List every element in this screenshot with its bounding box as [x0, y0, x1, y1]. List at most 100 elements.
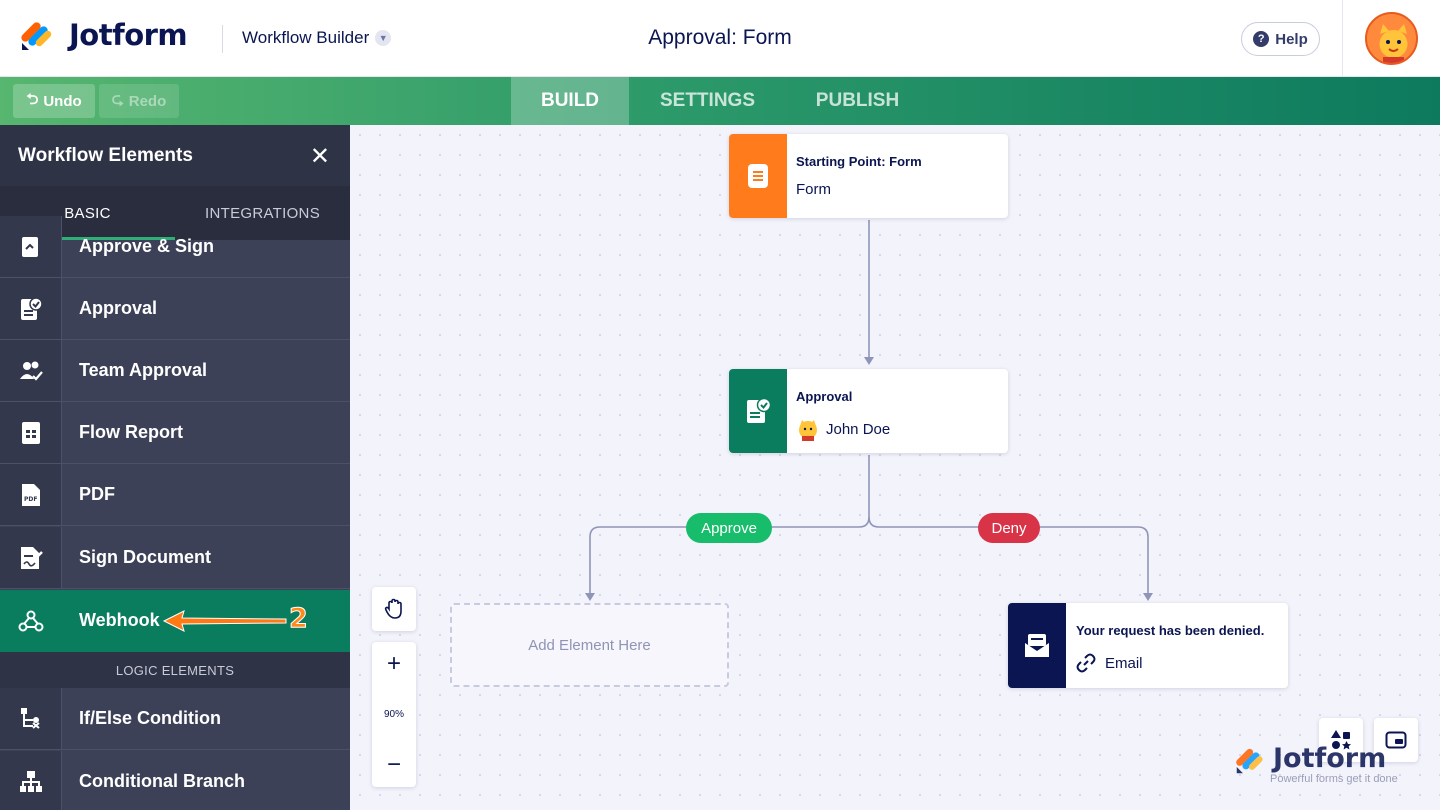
- approval-node[interactable]: Approval John Doe: [729, 369, 1008, 453]
- logo-text: Jotform: [69, 18, 188, 52]
- zoom-out-button[interactable]: −: [386, 751, 401, 778]
- approve-sign-icon: [0, 216, 62, 277]
- annotation-step-number: 2: [289, 603, 309, 635]
- sidebar-item-label: Sign Document: [79, 547, 212, 567]
- sidebar-item-pdf[interactable]: PDF PDF: [0, 464, 350, 526]
- app-header: Jotform Workflow Builder ▼ Approval: For…: [0, 0, 1440, 77]
- pan-hand-button[interactable]: [372, 587, 416, 631]
- shapes-icon: [1331, 730, 1351, 750]
- builder-toolbar: ⮌ Undo ⮎ Redo BUILD SETTINGS PUBLISH: [0, 77, 1440, 125]
- jotform-logo-icon: [21, 22, 52, 50]
- avatar-face-icon: [1379, 24, 1408, 63]
- minimap-button[interactable]: [1374, 718, 1418, 762]
- sidebar-item-label: PDF: [79, 484, 115, 504]
- sidebar-item-approval[interactable]: Approval: [0, 278, 350, 340]
- approval-icon: [729, 369, 787, 453]
- form-icon: [729, 134, 787, 218]
- workflow-builder-label: Workflow Builder: [242, 28, 370, 47]
- sidebar-item-label: Approve & Sign: [79, 236, 215, 256]
- flow-report-icon: [0, 402, 62, 463]
- sidebar-item-approve-sign[interactable]: Approve & Sign: [0, 216, 350, 278]
- start-node-subtitle: Form: [796, 181, 831, 198]
- approver-avatar-icon: [799, 420, 817, 441]
- deny-branch-label: Deny: [978, 513, 1040, 543]
- jotform-watermark-logo-icon: [1236, 748, 1263, 774]
- sidebar-item-team-approval[interactable]: Team Approval: [0, 340, 350, 402]
- tab-build[interactable]: BUILD: [511, 77, 629, 125]
- start-node-title: Starting Point: Form: [796, 154, 922, 169]
- undo-label: Undo: [43, 92, 82, 110]
- elements-shortcut-button[interactable]: [1319, 718, 1363, 762]
- jotform-logo[interactable]: Jotform: [20, 18, 188, 52]
- sidebar-item-label: Conditional Branch: [79, 771, 245, 791]
- sidebar-item-label: Flow Report: [79, 422, 183, 442]
- page-title: Approval: Form: [648, 26, 792, 49]
- workflow-builder-menu[interactable]: Workflow Builder ▼: [242, 28, 392, 48]
- connector-lines: [585, 220, 1153, 601]
- workflow-elements-panel: Workflow Elements ✕ BASIC INTEGRATIONS A…: [0, 125, 350, 810]
- undo-icon: ⮌: [26, 90, 39, 108]
- approval-node-title: Approval: [796, 389, 853, 404]
- email-envelope-icon: [1008, 603, 1066, 688]
- sidebar-item-label: If/Else Condition: [79, 708, 221, 728]
- zoom-level: 90%: [383, 709, 404, 720]
- approver-row: John Doe: [796, 417, 890, 441]
- tab-basic[interactable]: BASIC: [64, 204, 111, 222]
- active-tab-indicator: [0, 237, 175, 240]
- redo-label: Redo: [128, 92, 167, 110]
- minimap-icon: [1385, 731, 1407, 749]
- tab-integrations[interactable]: INTEGRATIONS: [205, 204, 320, 222]
- sidebar-item-if-else[interactable]: If/Else Condition: [0, 688, 350, 750]
- sidebar-item-sign-document[interactable]: Sign Document: [0, 527, 350, 589]
- webhook-icon: [0, 590, 62, 651]
- link-icon: [1076, 653, 1096, 673]
- pdf-icon: PDF: [0, 464, 62, 525]
- tab-settings[interactable]: SETTINGS: [659, 90, 755, 111]
- approver-name: John Doe: [826, 420, 891, 438]
- redo-icon: ⮎: [111, 90, 124, 108]
- denied-node-body: Your request has been denied. Email: [1066, 603, 1264, 688]
- sidebar-item-label: Approval: [79, 298, 158, 318]
- question-icon: ?: [1253, 31, 1270, 47]
- denied-node-sub-row: Email: [1076, 653, 1264, 673]
- if-else-icon: [0, 688, 62, 749]
- chevron-down-icon: ▼: [375, 30, 392, 46]
- workflow-canvas[interactable]: Starting Point: Form Form Approval John …: [350, 125, 1440, 810]
- denied-node-title: Your request has been denied.: [1076, 623, 1265, 638]
- logic-elements-heading: LOGIC ELEMENTS: [0, 652, 350, 688]
- add-element-placeholder[interactable]: Add Element Here: [450, 603, 729, 687]
- sign-document-icon: [0, 527, 62, 588]
- help-button[interactable]: ? Help: [1241, 22, 1320, 56]
- header-divider-right: [1342, 0, 1343, 77]
- conditional-branch-icon: [0, 751, 62, 810]
- approval-node-body: Approval John Doe: [787, 369, 890, 453]
- zoom-controls: + 90% −: [372, 642, 416, 787]
- sidebar-item-label: Webhook: [79, 610, 160, 630]
- annotation-arrow-icon: [162, 610, 287, 632]
- panel-header: Workflow Elements ✕: [0, 125, 350, 186]
- tab-publish[interactable]: PUBLISH: [815, 90, 900, 111]
- close-icon[interactable]: ✕: [309, 143, 330, 170]
- denied-email-node[interactable]: Your request has been denied. Email: [1008, 603, 1288, 688]
- undo-button[interactable]: ⮌ Undo: [13, 84, 95, 118]
- sidebar-item-label: Team Approval: [79, 360, 208, 380]
- start-node[interactable]: Starting Point: Form Form: [729, 134, 1008, 218]
- sidebar-item-conditional-branch[interactable]: Conditional Branch: [0, 751, 350, 810]
- approve-branch-label: Approve: [686, 513, 772, 543]
- watermark-tagline: Powerful forms get it done: [1270, 773, 1398, 785]
- redo-button[interactable]: ⮎ Redo: [99, 84, 179, 118]
- user-avatar[interactable]: [1365, 12, 1418, 65]
- denied-node-subtitle: Email: [1105, 654, 1143, 672]
- watermark-brand-name: Jotform: [1273, 743, 1387, 774]
- approval-icon: [0, 278, 62, 339]
- help-label: Help: [1275, 30, 1308, 48]
- svg-text:PDF: PDF: [24, 496, 37, 503]
- zoom-in-button[interactable]: +: [386, 650, 401, 677]
- panel-title: Workflow Elements: [18, 144, 193, 166]
- sidebar-item-flow-report[interactable]: Flow Report: [0, 402, 350, 464]
- header-divider: [222, 25, 223, 53]
- start-node-body: Starting Point: Form Form: [787, 134, 922, 218]
- jotform-watermark: Jotform Powerful forms get it done: [1235, 743, 1398, 785]
- team-approval-icon: [0, 340, 62, 401]
- hand-icon: [384, 598, 402, 619]
